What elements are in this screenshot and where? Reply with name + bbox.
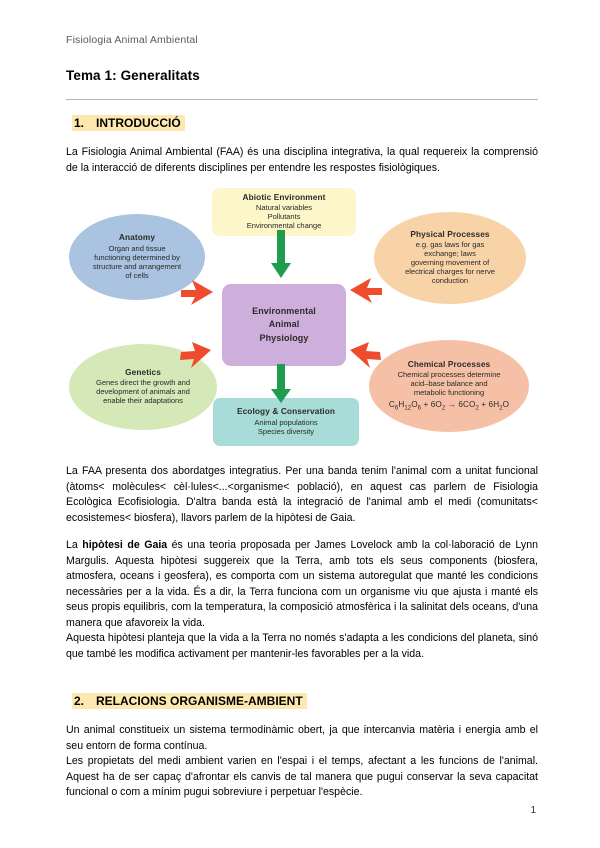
paragraph-intro: La Fisiologia Animal Ambiental (FAA) és …	[66, 146, 538, 174]
gaia-lead: La	[66, 539, 83, 551]
arrow-down-center-to-ecology	[270, 364, 292, 404]
node-formula-chemical: C6H12O6 + 6O2 → 6CO2 + 6H2O	[388, 399, 510, 412]
paragraph-gaia-second: Aquesta hipòtesi planteja que la vida a …	[66, 632, 538, 660]
node-line-chemical-0: Chemical processes determine	[397, 369, 501, 379]
node-line-abiotic-0: Natural variables	[255, 203, 313, 213]
node-title-ecology: Ecology & Conservation	[236, 406, 336, 417]
node-title-physical: Physical Processes	[410, 228, 490, 239]
node-line-abiotic-2: Environmental change	[246, 221, 322, 231]
node-line-anatomy-0: Organ and tissue	[108, 243, 166, 253]
diagram-node-anatomy: Anatomy Organ and tissue functioning det…	[69, 214, 205, 300]
node-title-genetics: Genetics	[125, 366, 161, 377]
node-line-physical-4: conduction	[431, 276, 469, 286]
section-2-title: RELACIONS ORGANISME-AMBIENT	[96, 694, 303, 708]
node-title-center-1: Animal	[268, 319, 300, 330]
node-line-physical-1: exchange; laws	[424, 249, 476, 259]
node-line-anatomy-2: structure and arrangement	[92, 261, 182, 271]
node-line-physical-0: e.g. gas laws for gas	[415, 240, 485, 250]
section-1-title: INTRODUCCIÓ	[96, 116, 181, 130]
node-line-ecology-1: Species diversity	[257, 426, 315, 436]
page-title: Tema 1: Generalitats	[66, 68, 200, 83]
paragraph-after-diagram: La FAA presenta dos abordatges integrati…	[66, 465, 538, 524]
document-header: Fisiologia Animal Ambiental	[66, 34, 198, 46]
arrow-anatomy-to-center	[179, 278, 215, 308]
node-line-anatomy-3: of cells	[125, 270, 149, 280]
paragraph-gaia: La hipòtesi de Gaia és una teoria propos…	[66, 538, 538, 631]
node-line-anatomy-1: functioning determined by	[94, 252, 180, 262]
diagram-node-ecology-conservation: Ecology & Conservation Animal population…	[213, 398, 359, 446]
node-line-chemical-2: metabolic functioning	[413, 387, 485, 397]
node-title-center-2: Physiology	[259, 332, 309, 343]
node-line-genetics-0: Genes direct the growth and	[95, 378, 191, 388]
node-title-abiotic: Abiotic Environment	[242, 191, 326, 202]
node-line-genetics-2: enable their adaptations	[103, 396, 183, 406]
paragraph-section2-second: Les propietats del medi ambient varien e…	[66, 755, 538, 798]
node-title-center-0: Environmental	[252, 305, 316, 316]
page-number: 1	[530, 805, 536, 816]
arrow-genetics-to-center	[177, 340, 213, 370]
section-heading-2: 2. RELACIONS ORGANISME-AMBIENT	[72, 693, 307, 709]
arrow-down-abiotic-to-center	[270, 230, 292, 280]
node-line-abiotic-1: Pollutants	[267, 212, 301, 222]
section-heading-1: 1. INTRODUCCIÓ	[72, 115, 185, 131]
section-2-number: 2.	[74, 694, 85, 708]
diagram-node-abiotic-environment: Abiotic Environment Natural variables Po…	[212, 188, 356, 236]
section-1-number: 1.	[74, 116, 85, 130]
gaia-term: hipòtesi de Gaia	[82, 539, 168, 551]
diagram-node-physical-processes: Physical Processes e.g. gas laws for gas…	[374, 212, 526, 304]
node-title-chemical: Chemical Processes	[407, 358, 491, 369]
node-line-genetics-1: development of animals and	[96, 387, 190, 397]
diagram-node-chemical-processes: Chemical Processes Chemical processes de…	[369, 340, 529, 432]
node-line-chemical-1: acid–base balance and	[410, 378, 488, 388]
title-divider	[66, 99, 538, 100]
faa-integration-diagram: Abiotic Environment Natural variables Po…	[64, 188, 534, 458]
node-title-anatomy: Anatomy	[118, 232, 156, 243]
node-line-ecology-0: Animal populations	[254, 417, 318, 427]
paragraph-section2-first: Un animal constitueix un sistema termodi…	[66, 724, 538, 752]
diagram-node-environmental-animal-physiology: Environmental Animal Physiology	[222, 284, 346, 366]
node-line-physical-3: electrical charges for nerve	[405, 267, 495, 277]
gaia-rest: és una teoria proposada per James Lovelo…	[66, 539, 538, 629]
arrow-chemical-to-center	[348, 340, 384, 370]
node-line-physical-2: governing movement of	[410, 258, 490, 268]
arrow-physical-to-center	[348, 276, 384, 306]
